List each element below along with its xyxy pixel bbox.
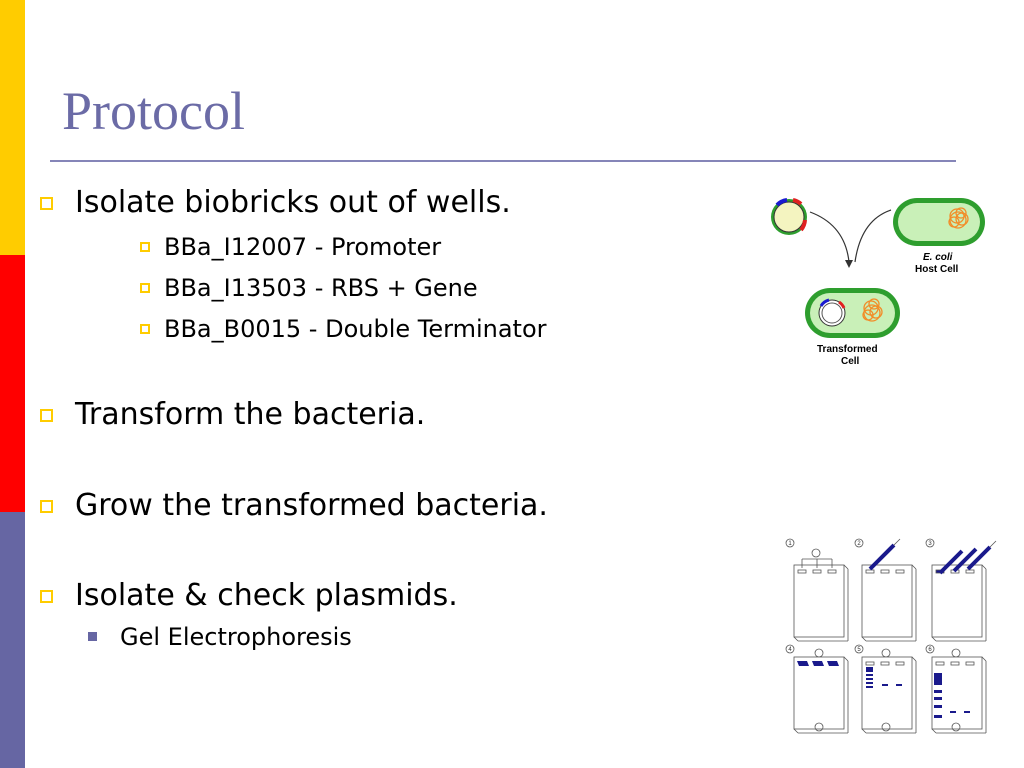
gel-step-3 bbox=[925, 538, 997, 642]
transformed-cell-icon bbox=[805, 288, 900, 338]
sub-bullet-rbs-gene: BBa_I13503 - RBS + Gene bbox=[140, 276, 478, 300]
gel-step-5 bbox=[854, 644, 917, 734]
side-bar-yellow bbox=[0, 0, 25, 255]
bullet-isolate-biobricks: Isolate biobricks out of wells. bbox=[40, 188, 511, 218]
transformed-label: Transformed bbox=[817, 344, 878, 355]
gel-step-label: 4 bbox=[788, 647, 792, 653]
slide-title: Protocol bbox=[62, 81, 245, 141]
cell-label: Cell bbox=[841, 356, 860, 367]
filled-square-bullet-icon bbox=[88, 632, 97, 641]
gel-step-6 bbox=[925, 644, 987, 734]
square-bullet-icon bbox=[140, 242, 150, 252]
sub-bullet-promoter: BBa_I12007 - Promoter bbox=[140, 235, 441, 259]
host-cell-label: Host Cell bbox=[915, 264, 959, 275]
side-bar-purple bbox=[0, 512, 25, 768]
ecoli-host-cell-icon bbox=[893, 198, 985, 246]
bullet-grow: Grow the transformed bacteria. bbox=[40, 491, 548, 521]
bullet-isolate-plasmids: Isolate & check plasmids. bbox=[40, 581, 458, 611]
gel-electrophoresis-diagram: 1 2 3 4 5 6 bbox=[785, 538, 997, 734]
gel-step-1 bbox=[785, 538, 849, 642]
arrow-right-icon bbox=[854, 209, 892, 263]
title-divider bbox=[50, 160, 956, 162]
square-bullet-icon bbox=[40, 409, 53, 422]
square-bullet-icon bbox=[140, 283, 150, 293]
square-bullet-icon bbox=[40, 500, 53, 513]
arrowhead-left-icon bbox=[845, 260, 853, 268]
arrow-left-icon bbox=[809, 211, 850, 263]
square-bullet-icon bbox=[40, 590, 53, 603]
square-bullet-icon bbox=[140, 324, 150, 334]
gel-step-4 bbox=[785, 644, 849, 734]
transformation-diagram: E. coli Host Cell Transformed Cell bbox=[771, 198, 985, 367]
sub-bullet-gel: Gel Electrophoresis bbox=[88, 625, 352, 649]
gel-step-label: 1 bbox=[788, 541, 792, 547]
side-bar-red bbox=[0, 255, 25, 512]
square-bullet-icon bbox=[40, 197, 53, 210]
gel-step-2 bbox=[854, 538, 917, 642]
gel-step-label: 6 bbox=[928, 647, 932, 653]
sub-bullet-terminator: BBa_B0015 - Double Terminator bbox=[140, 317, 547, 341]
bullet-transform: Transform the bacteria. bbox=[40, 400, 425, 430]
gel-step-label: 5 bbox=[857, 647, 861, 653]
plasmid-icon bbox=[771, 198, 807, 235]
gel-step-label: 2 bbox=[857, 541, 861, 547]
gel-step-label: 3 bbox=[928, 541, 932, 547]
ecoli-label: E. coli bbox=[923, 252, 953, 263]
